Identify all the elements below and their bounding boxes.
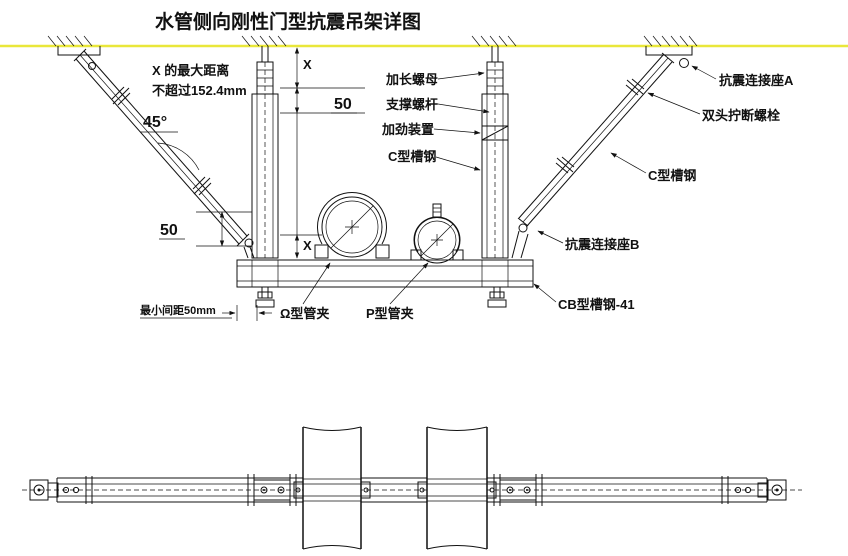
leader-support-rod (437, 103, 490, 114)
left-brace-bolt-lower (192, 176, 212, 196)
x-max-note-line1: X 的最大距离 (152, 63, 229, 78)
plan-end-right (721, 476, 787, 504)
drawing-title: 水管侧向刚性门型抗震吊架详图 (155, 10, 421, 33)
plan-pipe-1 (293, 426, 371, 550)
anchor-hatch-left-rod (241, 35, 287, 47)
leader-cb-channel (533, 283, 557, 303)
leader-stiffener (433, 128, 481, 135)
label-break-bolt: 双头拧断螺栓 (702, 108, 780, 123)
plan-pipe-2 (417, 426, 497, 550)
left-hanger-rod (261, 46, 269, 62)
dimension-50-left (159, 211, 252, 247)
label-cb-channel: CB型槽钢-41 (558, 297, 635, 312)
right-brace-bolt-lower (555, 156, 575, 174)
angle-dimension (140, 131, 200, 171)
label-stiffener: 加劲装置 (381, 122, 434, 137)
label-c-channel-right: C型槽钢 (648, 168, 696, 183)
dimension-50-top (280, 87, 365, 235)
stiffener-plate (481, 125, 509, 141)
plan-end-left (29, 476, 93, 504)
left-diagonal-brace (73, 48, 250, 247)
left-brace-bolt-upper (111, 86, 131, 106)
leader-p-clamp (389, 262, 429, 305)
left-c-channel (251, 62, 279, 259)
leader-seismic-seat-a (691, 65, 717, 80)
min-spacing-label: 最小间距50mm (140, 303, 216, 317)
right-hanger-rod (491, 46, 499, 62)
anchor-hatch-right-brace (643, 35, 698, 56)
label-long-nut: 加长螺母 (385, 72, 438, 87)
label-seismic-seat-b: 抗震连接座B (565, 237, 639, 252)
angle-label: 45° (143, 114, 167, 131)
right-diagonal-brace (517, 52, 689, 227)
label-c-channel-mid: C型槽钢 (388, 149, 436, 164)
label-omega-clamp: Ω型管夹 (280, 306, 329, 321)
anchor-hatch-left-brace (47, 35, 101, 56)
dim-x-top-label: X (303, 57, 312, 72)
dimension-min-spacing (140, 305, 272, 321)
label-seismic-seat-a: 抗震连接座A (719, 73, 794, 88)
base-bolt-right (487, 287, 507, 308)
label-p-clamp: P型管夹 (366, 306, 414, 321)
leader-long-nut (437, 71, 485, 80)
p-clamp (410, 203, 464, 261)
dimension-x-bottom (280, 234, 322, 259)
anchor-hatch-right-rod (471, 35, 517, 47)
leader-c-channel-right (610, 152, 647, 174)
leader-break-bolt (647, 92, 701, 115)
dim-x-bottom-label: X (303, 238, 312, 253)
leader-c-channel-mid (435, 156, 481, 171)
dim-50-top-label: 50 (334, 96, 352, 113)
dim-50-left-label: 50 (160, 222, 178, 239)
omega-clamp (314, 191, 390, 259)
right-brace-bolt-upper (625, 78, 645, 96)
leader-omega-clamp (302, 262, 331, 305)
base-cb-channel (236, 259, 534, 288)
base-bolt-left (255, 287, 275, 308)
x-max-note-line2: 不超过152.4mm (152, 83, 247, 98)
right-brace-lower-connector (511, 223, 529, 259)
leader-seismic-seat-b (537, 230, 564, 244)
label-support-rod: 支撑螺杆 (385, 97, 438, 112)
right-c-channel (481, 62, 509, 259)
plan-bar (56, 477, 768, 503)
omega-pipe (321, 196, 383, 258)
plan-view (22, 426, 802, 550)
